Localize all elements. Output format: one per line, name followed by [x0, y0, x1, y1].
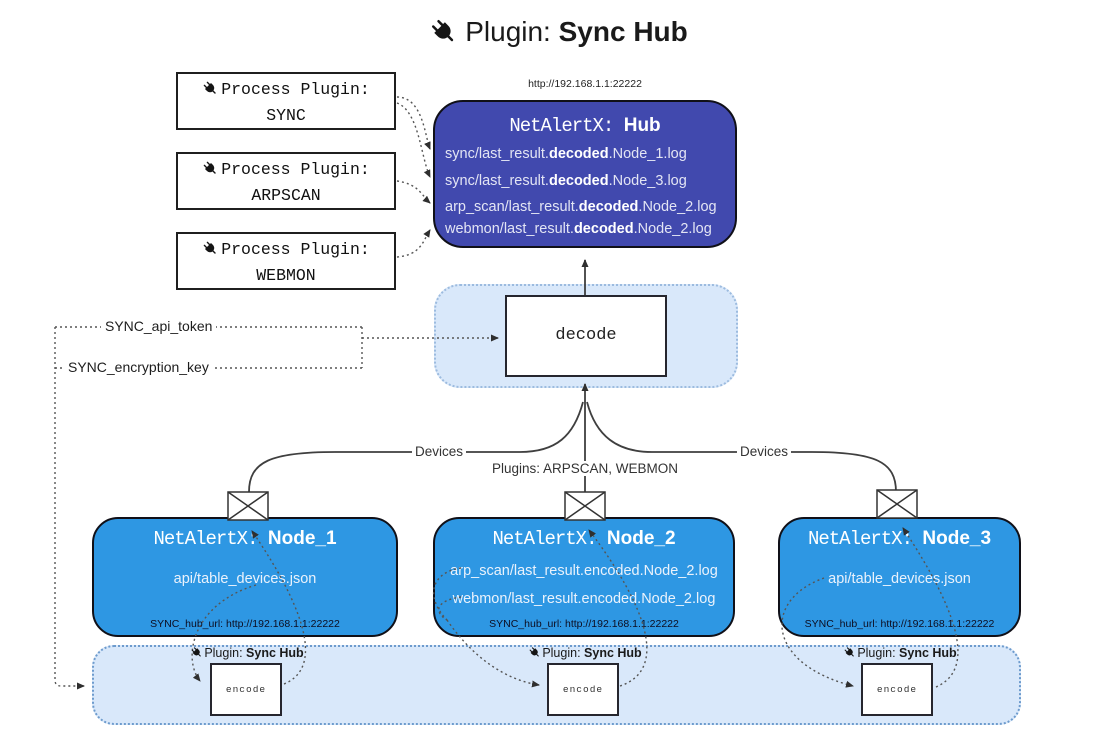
title-prefix: Plugin:: [465, 16, 559, 47]
plug-icon: [202, 240, 219, 257]
node-title: NetAlertX: Node_1: [153, 528, 337, 550]
hub-log-line: arp_scan/last_result.decoded.Node_2.log: [445, 199, 717, 215]
band-plugin-label: Plugin: Sync Hub: [190, 646, 304, 660]
process-plugin-label: Process Plugin:: [221, 160, 370, 179]
sync-api-token-label: SYNC_api_token: [101, 318, 217, 334]
edge-sync-to-hub2: [396, 102, 431, 178]
node-file-line: api/table_devices.json: [828, 571, 971, 587]
page-title: Plugin: Sync Hub: [0, 16, 1117, 48]
netalertx-node3-box: NetAlertX: Node_3 api/table_devices.json…: [778, 517, 1021, 637]
process-plugin-label: Process Plugin:: [221, 240, 370, 259]
plug-icon: [190, 646, 203, 659]
hub-title: NetAlertX: Hub: [435, 115, 735, 137]
netalertx-node1-box: NetAlertX: Node_1 api/table_devices.json…: [92, 517, 398, 637]
envelope-icon: [876, 489, 918, 519]
node-hub-url: SYNC_hub_url: http://192.168.1.1:22222: [150, 618, 340, 630]
node-hub-url: SYNC_hub_url: http://192.168.1.1:22222: [804, 618, 995, 630]
process-plugin-sync: Process Plugin: SYNC: [176, 72, 396, 130]
edge-sync-to-hub1: [396, 96, 431, 150]
process-plugin-name: ARPSCAN: [251, 185, 321, 205]
plug-icon: [843, 646, 856, 659]
netalertx-node2-box: NetAlertX: Node_2 arp_scan/last_result.e…: [433, 517, 735, 637]
node-title: NetAlertX: Node_2: [492, 528, 676, 550]
band-plugin-label: Plugin: Sync Hub: [528, 646, 642, 660]
plug-icon: [528, 646, 541, 659]
process-plugin-label: Process Plugin:: [221, 80, 370, 99]
process-plugin-webmon: Process Plugin: WEBMON: [176, 232, 396, 290]
band-plugin-label: Plugin: Sync Hub: [843, 646, 957, 660]
envelope-icon: [564, 491, 606, 521]
hub-log-line: sync/last_result.decoded.Node_3.log: [445, 173, 687, 189]
process-plugin-arpscan: Process Plugin: ARPSCAN: [176, 152, 396, 210]
encode-box: encode: [547, 663, 619, 716]
process-plugin-name: SYNC: [266, 105, 306, 125]
decode-box: decode: [505, 295, 667, 377]
node-file-line: arp_scan/last_result.encoded.Node_2.log: [450, 563, 718, 579]
encode-box: encode: [210, 663, 282, 716]
node-file-line: webmon/last_result.encoded.Node_2.log: [452, 591, 716, 607]
hub-url-label: http://192.168.1.1:22222: [528, 78, 642, 90]
node-title: NetAlertX: Node_3: [807, 528, 992, 550]
sync-encryption-key-label: SYNC_encryption_key: [64, 359, 213, 375]
edge-secrets-to-band: [54, 327, 85, 690]
edge-label-devices-left: Devices: [411, 444, 467, 459]
edge-label-plugins: Plugins: ARPSCAN, WEBMON: [488, 461, 682, 476]
hub-log-line: sync/last_result.decoded.Node_1.log: [445, 146, 687, 162]
plug-icon: [429, 17, 459, 47]
plug-icon: [202, 80, 219, 97]
encode-box: encode: [861, 663, 933, 716]
edge-arpscan-to-hub: [396, 180, 431, 204]
hub-log-line: webmon/last_result.decoded.Node_2.log: [445, 221, 712, 237]
envelope-icon: [227, 491, 269, 521]
hub-title-bold: Hub: [623, 115, 661, 136]
node-file-line: api/table_devices.json: [173, 571, 317, 587]
hub-title-mono: NetAlertX:: [509, 115, 624, 137]
process-plugin-name: WEBMON: [256, 265, 316, 285]
plug-icon: [202, 160, 219, 177]
edge-label-devices-right: Devices: [736, 444, 792, 459]
envelope-icons: [227, 489, 918, 521]
netalertx-hub-box: NetAlertX: Hub sync/last_result.decoded.…: [433, 100, 737, 248]
edge-webmon-to-hub: [396, 229, 431, 258]
node-hub-url: SYNC_hub_url: http://192.168.1.1:22222: [489, 618, 679, 630]
title-bold: Sync Hub: [558, 16, 688, 47]
